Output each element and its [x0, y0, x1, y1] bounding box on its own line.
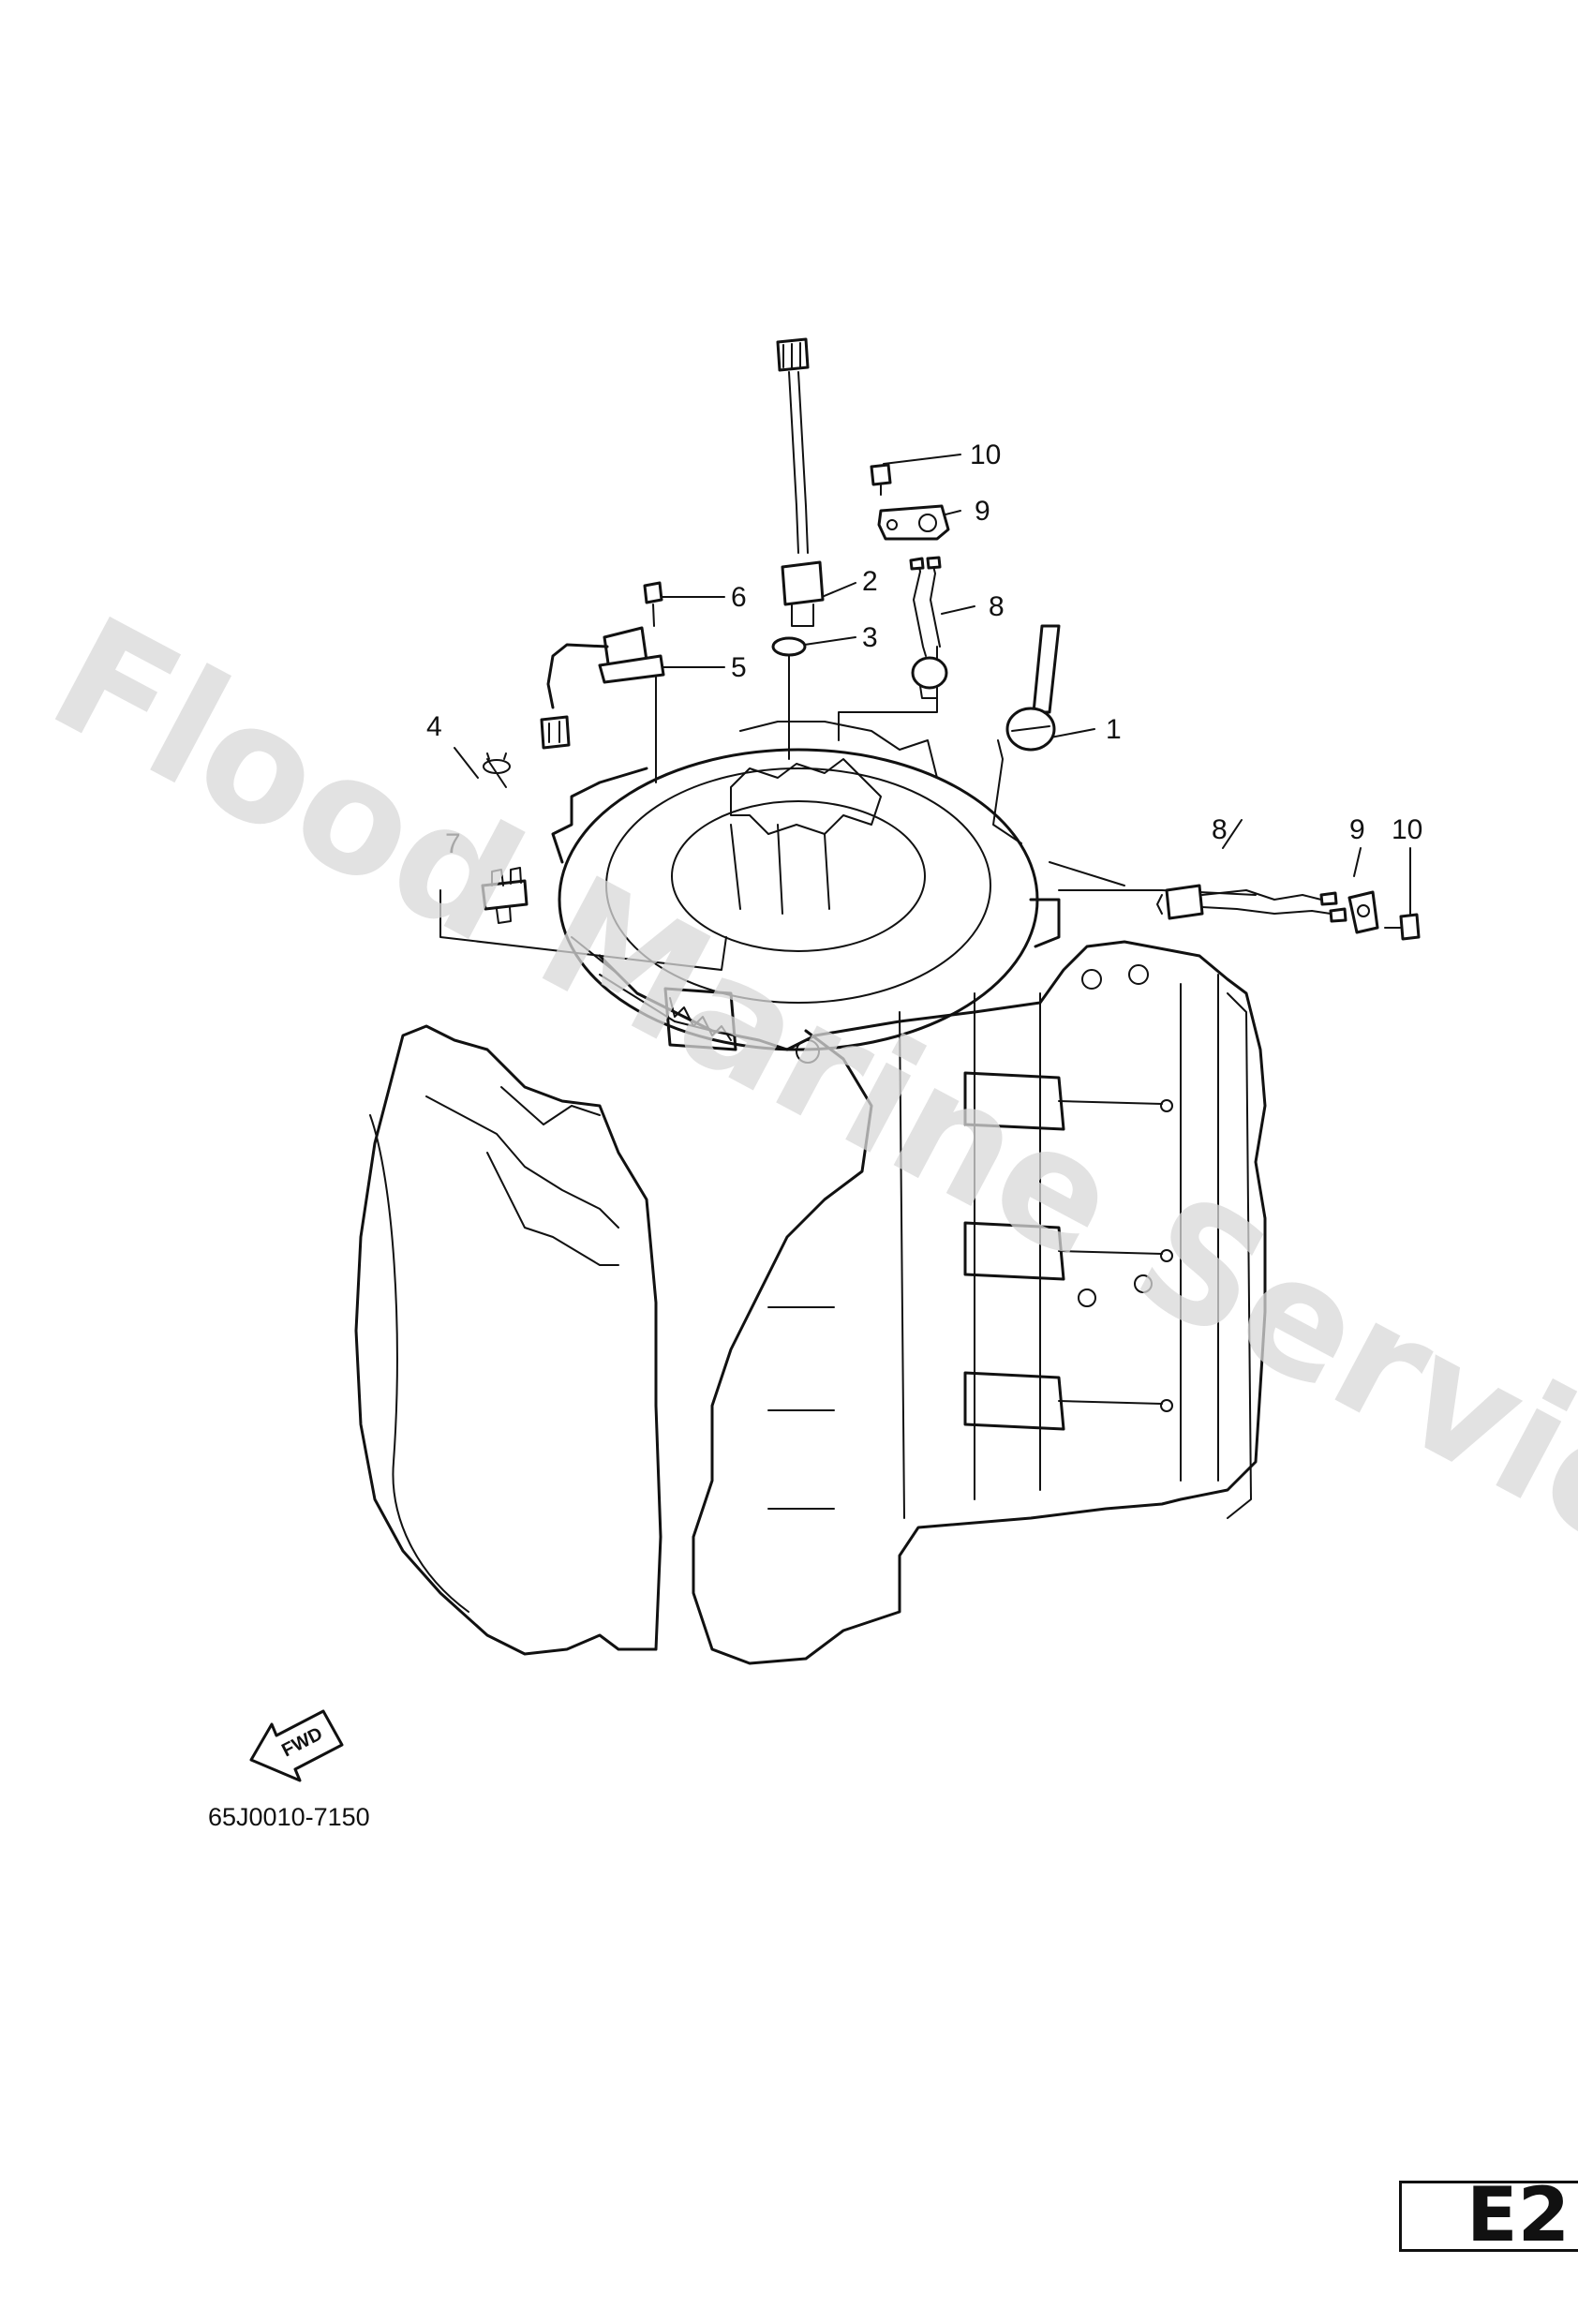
part-4-clip	[483, 752, 511, 774]
callout-9-top: 9	[975, 496, 990, 527]
part-5-pulser-coil	[540, 626, 665, 750]
callout-8-top: 8	[989, 591, 1005, 622]
page-id-box	[1399, 2181, 1578, 2252]
part-3-washer	[771, 636, 807, 657]
callout-7: 7	[445, 828, 461, 859]
part-7-holder	[481, 867, 528, 924]
engine-block	[354, 721, 1267, 1665]
callout-9-right: 9	[1349, 814, 1365, 845]
callout-8-right: 8	[1212, 814, 1228, 845]
part-1-sensor	[1005, 624, 1061, 752]
callout-4: 4	[426, 711, 442, 742]
part-9-holder-right	[1347, 890, 1379, 934]
part-2-thermo-sensor	[776, 337, 825, 627]
callout-10-right: 10	[1392, 814, 1422, 845]
callout-1: 1	[1106, 714, 1122, 745]
callout-6: 6	[731, 582, 747, 613]
callout-labels: 1 2 3 4 5 6 7 8 8 9 9 10 10	[426, 439, 1422, 859]
page-id: E2	[1466, 2171, 1571, 2258]
part-9-holder-top	[877, 504, 950, 541]
callout-2: 2	[862, 566, 878, 597]
callout-5: 5	[731, 652, 747, 683]
part-10-screw-right	[1384, 913, 1421, 941]
part-6-bolt	[643, 581, 663, 627]
callout-3: 3	[862, 622, 878, 653]
part-8-sensor-top	[909, 556, 948, 699]
watermark: Flood Marine Services	[24, 582, 1578, 1677]
part-10-screw-top	[870, 463, 892, 496]
drawing-code: 65J0010-7150	[208, 1803, 370, 1831]
callout-10-top: 10	[970, 439, 1001, 470]
fwd-arrow-icon: FWD	[249, 1709, 344, 1782]
part-8-sensor-right	[1156, 884, 1347, 923]
